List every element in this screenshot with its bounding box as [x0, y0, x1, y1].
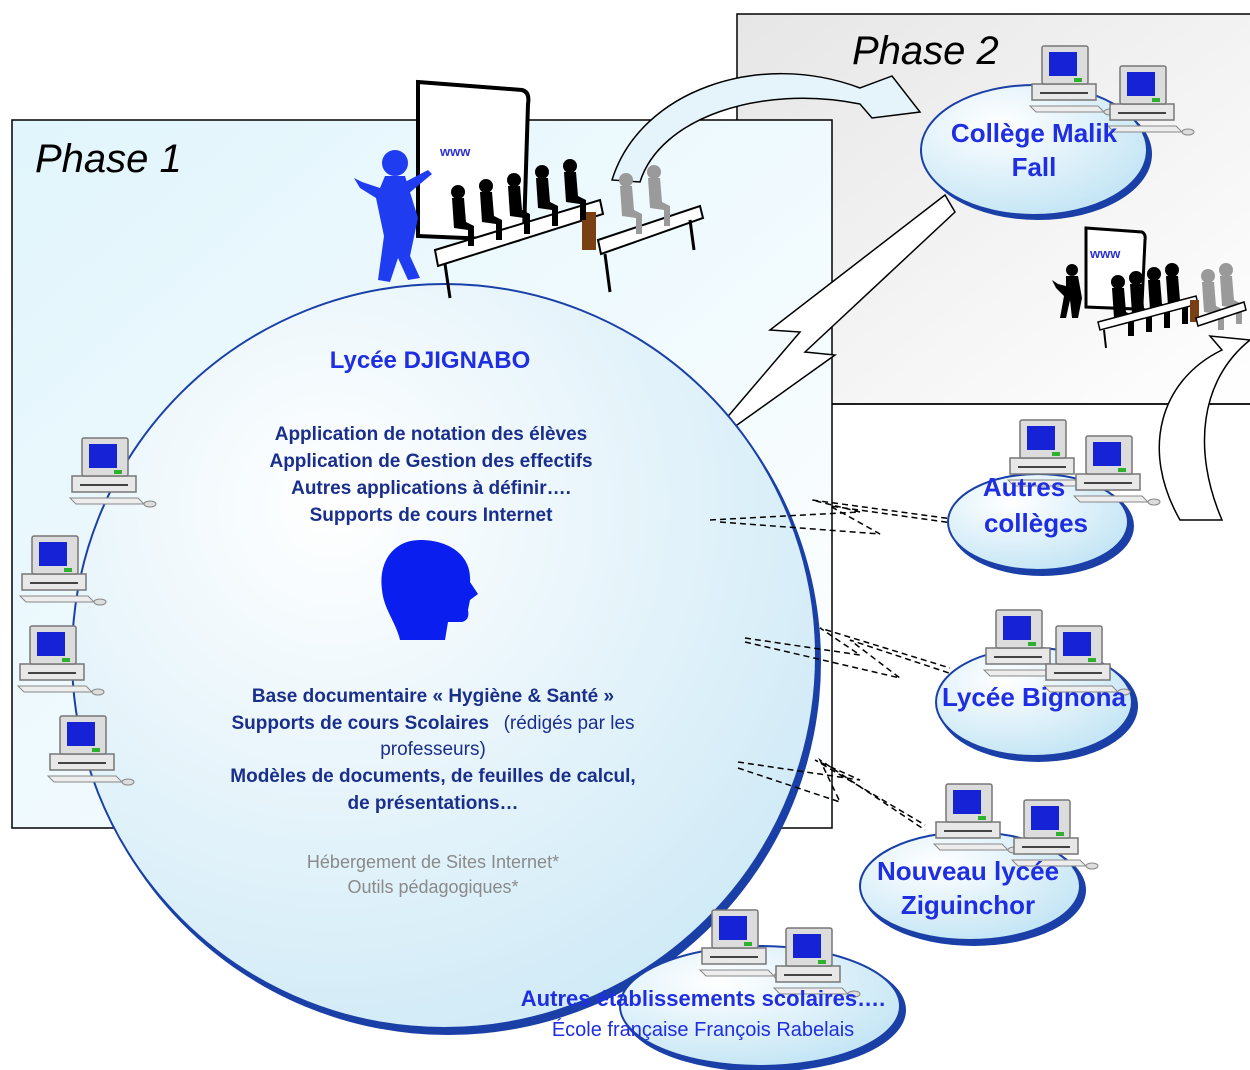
application-item: Supports de cours Internet	[310, 505, 553, 526]
resource-line: Base documentaire « Hygiène & Santé »	[252, 686, 614, 707]
screen-www-label-small: www	[1089, 246, 1121, 261]
site-lycee-bignona: Lycée Bignona	[935, 609, 1138, 762]
future-line: Outils pédagogiques*	[347, 877, 518, 897]
head-icon	[381, 540, 478, 640]
resource-normal: (rédigés par les	[504, 713, 635, 734]
classroom-icon: www	[354, 79, 705, 299]
site-label: Autres établissements scolaires….	[521, 986, 885, 1011]
application-item: Application de Gestion des effectifs	[269, 451, 592, 472]
site-nouveau-lycee: Nouveau lycée Ziguinchor	[859, 783, 1099, 946]
hub-future: Hébergement de Sites Internet* Outils pé…	[307, 852, 559, 897]
application-item: Application de notation des élèves	[275, 424, 588, 445]
phase2-label: Phase 2	[852, 29, 999, 73]
site-college-malik-fall: Collège Malik Fall	[920, 45, 1195, 220]
lightning-link-icon	[694, 193, 956, 456]
resource-line: de présentations…	[347, 793, 518, 814]
future-line: Hébergement de Sites Internet*	[307, 852, 559, 872]
resource-line: Modèles de documents, de feuilles de cal…	[230, 766, 635, 787]
classroom-small-icon: www	[1052, 226, 1247, 349]
site-sublabel: École française François Rabelais	[552, 1018, 854, 1041]
site-label: Fall	[1012, 152, 1057, 182]
site-label: Autres	[983, 472, 1065, 502]
hub-resources: Base documentaire « Hygiène & Santé » Su…	[230, 686, 635, 814]
curved-arrow-icon	[611, 72, 922, 183]
site-label: collèges	[984, 508, 1088, 538]
return-arrow-icon	[1158, 335, 1250, 521]
resource-line-mixed: Supports de cours Scolaires (rédigés par…	[231, 713, 634, 734]
hub-applications: Application de notation des élèves Appli…	[269, 424, 592, 526]
phase1-label: Phase 1	[35, 137, 182, 181]
site-label: Nouveau lycée	[877, 856, 1059, 886]
resource-bold: Supports de cours Scolaires	[231, 713, 489, 734]
site-label: Ziguinchor	[901, 890, 1035, 920]
resource-line: professeurs)	[380, 739, 486, 760]
application-item: Autres applications à définir….	[291, 478, 571, 499]
site-label: Lycée Bignona	[942, 682, 1127, 712]
hub-title: Lycée DJIGNABO	[330, 347, 531, 374]
network-links	[709, 499, 961, 831]
site-label: Collège Malik	[951, 118, 1118, 148]
hub-circle	[71, 283, 817, 1029]
site-autres-etablissements: Autres établissements scolaires…. École …	[521, 909, 906, 1070]
screen-www-label: www	[439, 144, 471, 159]
site-autres-colleges: Autres collèges	[947, 419, 1161, 576]
